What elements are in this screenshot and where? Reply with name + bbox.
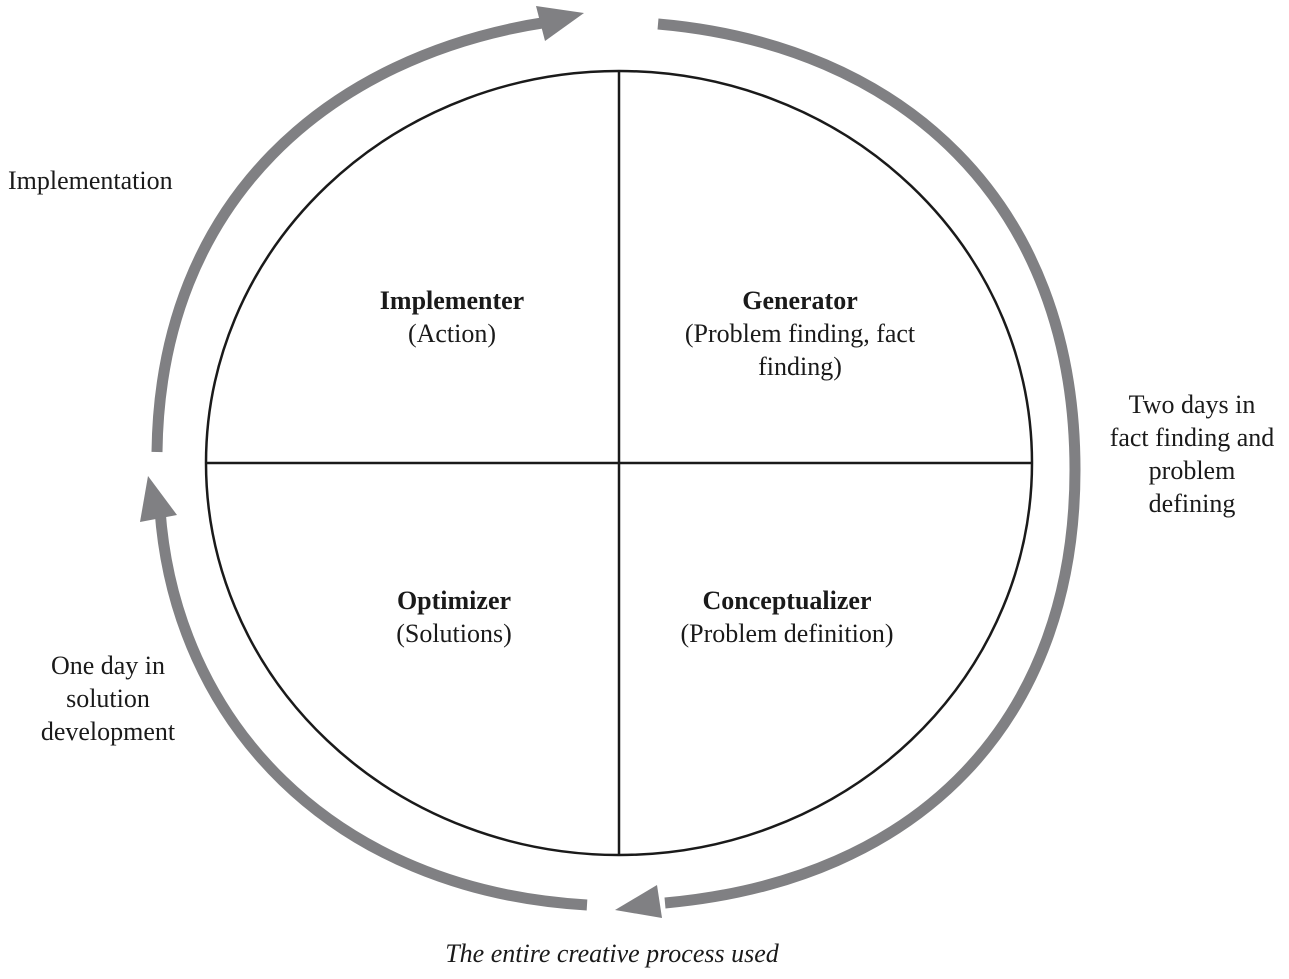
quadrant-subtitle: (Solutions) — [396, 619, 512, 648]
quadrant-optimizer: Optimizer (Solutions) — [354, 584, 554, 650]
quadrant-subtitle: (Problem definition) — [680, 619, 894, 648]
caption-text: The entire creative process used — [445, 939, 779, 968]
quadrant-title: Generator — [742, 286, 858, 315]
quadrant-title: Conceptualizer — [702, 586, 872, 615]
arrowhead-bottom — [615, 885, 662, 918]
arrow-left-bottom-arc — [154, 509, 588, 911]
arrowhead-left — [140, 476, 177, 522]
quadrant-subtitle: finding) — [758, 352, 842, 381]
label-line: solution — [66, 684, 150, 713]
arrow-right-arc — [657, 18, 1081, 909]
label-line: defining — [1148, 489, 1236, 518]
label-line: fact finding and — [1109, 423, 1275, 452]
quadrant-subtitle: (Problem finding, fact — [684, 319, 916, 348]
quadrant-implementer: Implementer (Action) — [352, 284, 552, 350]
quadrant-subtitle: (Action) — [407, 319, 497, 348]
quadrant-conceptualizer: Conceptualizer (Problem definition) — [637, 584, 937, 650]
label-implementation: Implementation — [8, 164, 173, 197]
label-line: One day in — [50, 651, 166, 680]
label-two-days: Two days in fact finding and problem def… — [1092, 388, 1289, 520]
label-line: problem — [1148, 456, 1236, 485]
arrowhead-top — [536, 6, 584, 41]
quadrant-title: Implementer — [379, 286, 525, 315]
arrow-left-top-arc — [151, 16, 549, 453]
label-text: Implementation — [8, 166, 173, 195]
caption: The entire creative process used — [362, 937, 862, 970]
quadrant-generator: Generator (Problem finding, fact finding… — [650, 284, 950, 383]
quadrant-title: Optimizer — [396, 586, 512, 615]
label-one-day: One day in solution development — [18, 649, 198, 748]
label-line: Two days in — [1128, 390, 1256, 419]
label-line: development — [40, 717, 176, 746]
